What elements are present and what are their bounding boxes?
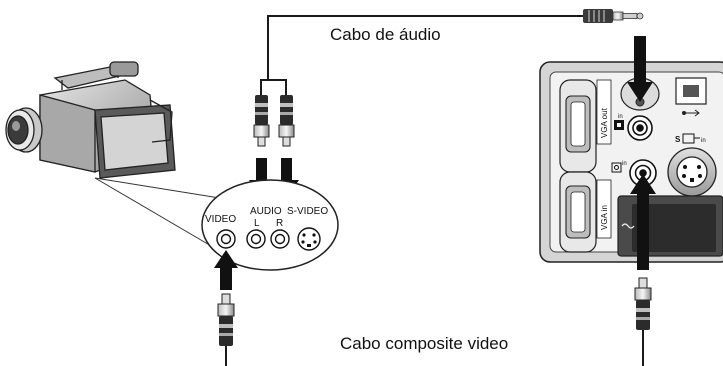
rca-plug-left xyxy=(253,95,270,147)
arrow-down-icon xyxy=(627,36,653,102)
power-inlet-icon xyxy=(617,195,723,257)
port-label-audio: AUDIO xyxy=(250,206,282,217)
svideo-in-label: in xyxy=(701,138,706,144)
audio-cable xyxy=(260,15,585,95)
camcorder-icon xyxy=(5,61,176,179)
vga-out-label: VGA out xyxy=(600,107,609,138)
video-in-label-icon xyxy=(611,162,622,173)
port-label-r: R xyxy=(276,218,283,229)
port-label-l: L xyxy=(254,218,260,229)
vga-out-label-box xyxy=(596,79,612,145)
arrow-up-icon xyxy=(630,174,656,270)
callout-lines xyxy=(94,177,233,251)
audio-cable-label: Cabo de áudio xyxy=(330,25,441,44)
rca-plug-right xyxy=(278,95,295,147)
port-label-svideo: S-VIDEO xyxy=(287,206,328,217)
audio-in-label-icon xyxy=(614,120,624,130)
video-in-label: in xyxy=(622,161,627,167)
audio-l-jack-icon xyxy=(246,229,266,249)
usb-port-icon xyxy=(675,77,707,117)
audio-r-jack-icon xyxy=(270,229,290,249)
svideo-s-mark: S xyxy=(675,135,681,144)
svideo-jack-icon xyxy=(297,227,321,251)
mini-jack-plug xyxy=(583,9,644,23)
vga-in-label-box xyxy=(596,179,612,239)
rca-plug-video-camcorder xyxy=(217,293,235,346)
video-jack-icon xyxy=(216,229,236,249)
port-label-video: VIDEO xyxy=(205,214,236,225)
audio-in-rca-jack-icon xyxy=(627,115,653,141)
vga-in-label: VGA in xyxy=(600,205,609,230)
svideo-in-port-icon xyxy=(667,147,717,197)
rca-plug-video-projector xyxy=(634,277,652,330)
audio-in-label: in xyxy=(618,114,623,120)
vga-in-port-icon xyxy=(559,171,597,253)
video-cable-label: Cabo composite video xyxy=(340,334,508,353)
svideo-in-label-icon xyxy=(682,133,700,144)
arrow-up-icon xyxy=(214,250,238,290)
vga-out-port-icon xyxy=(559,79,597,173)
